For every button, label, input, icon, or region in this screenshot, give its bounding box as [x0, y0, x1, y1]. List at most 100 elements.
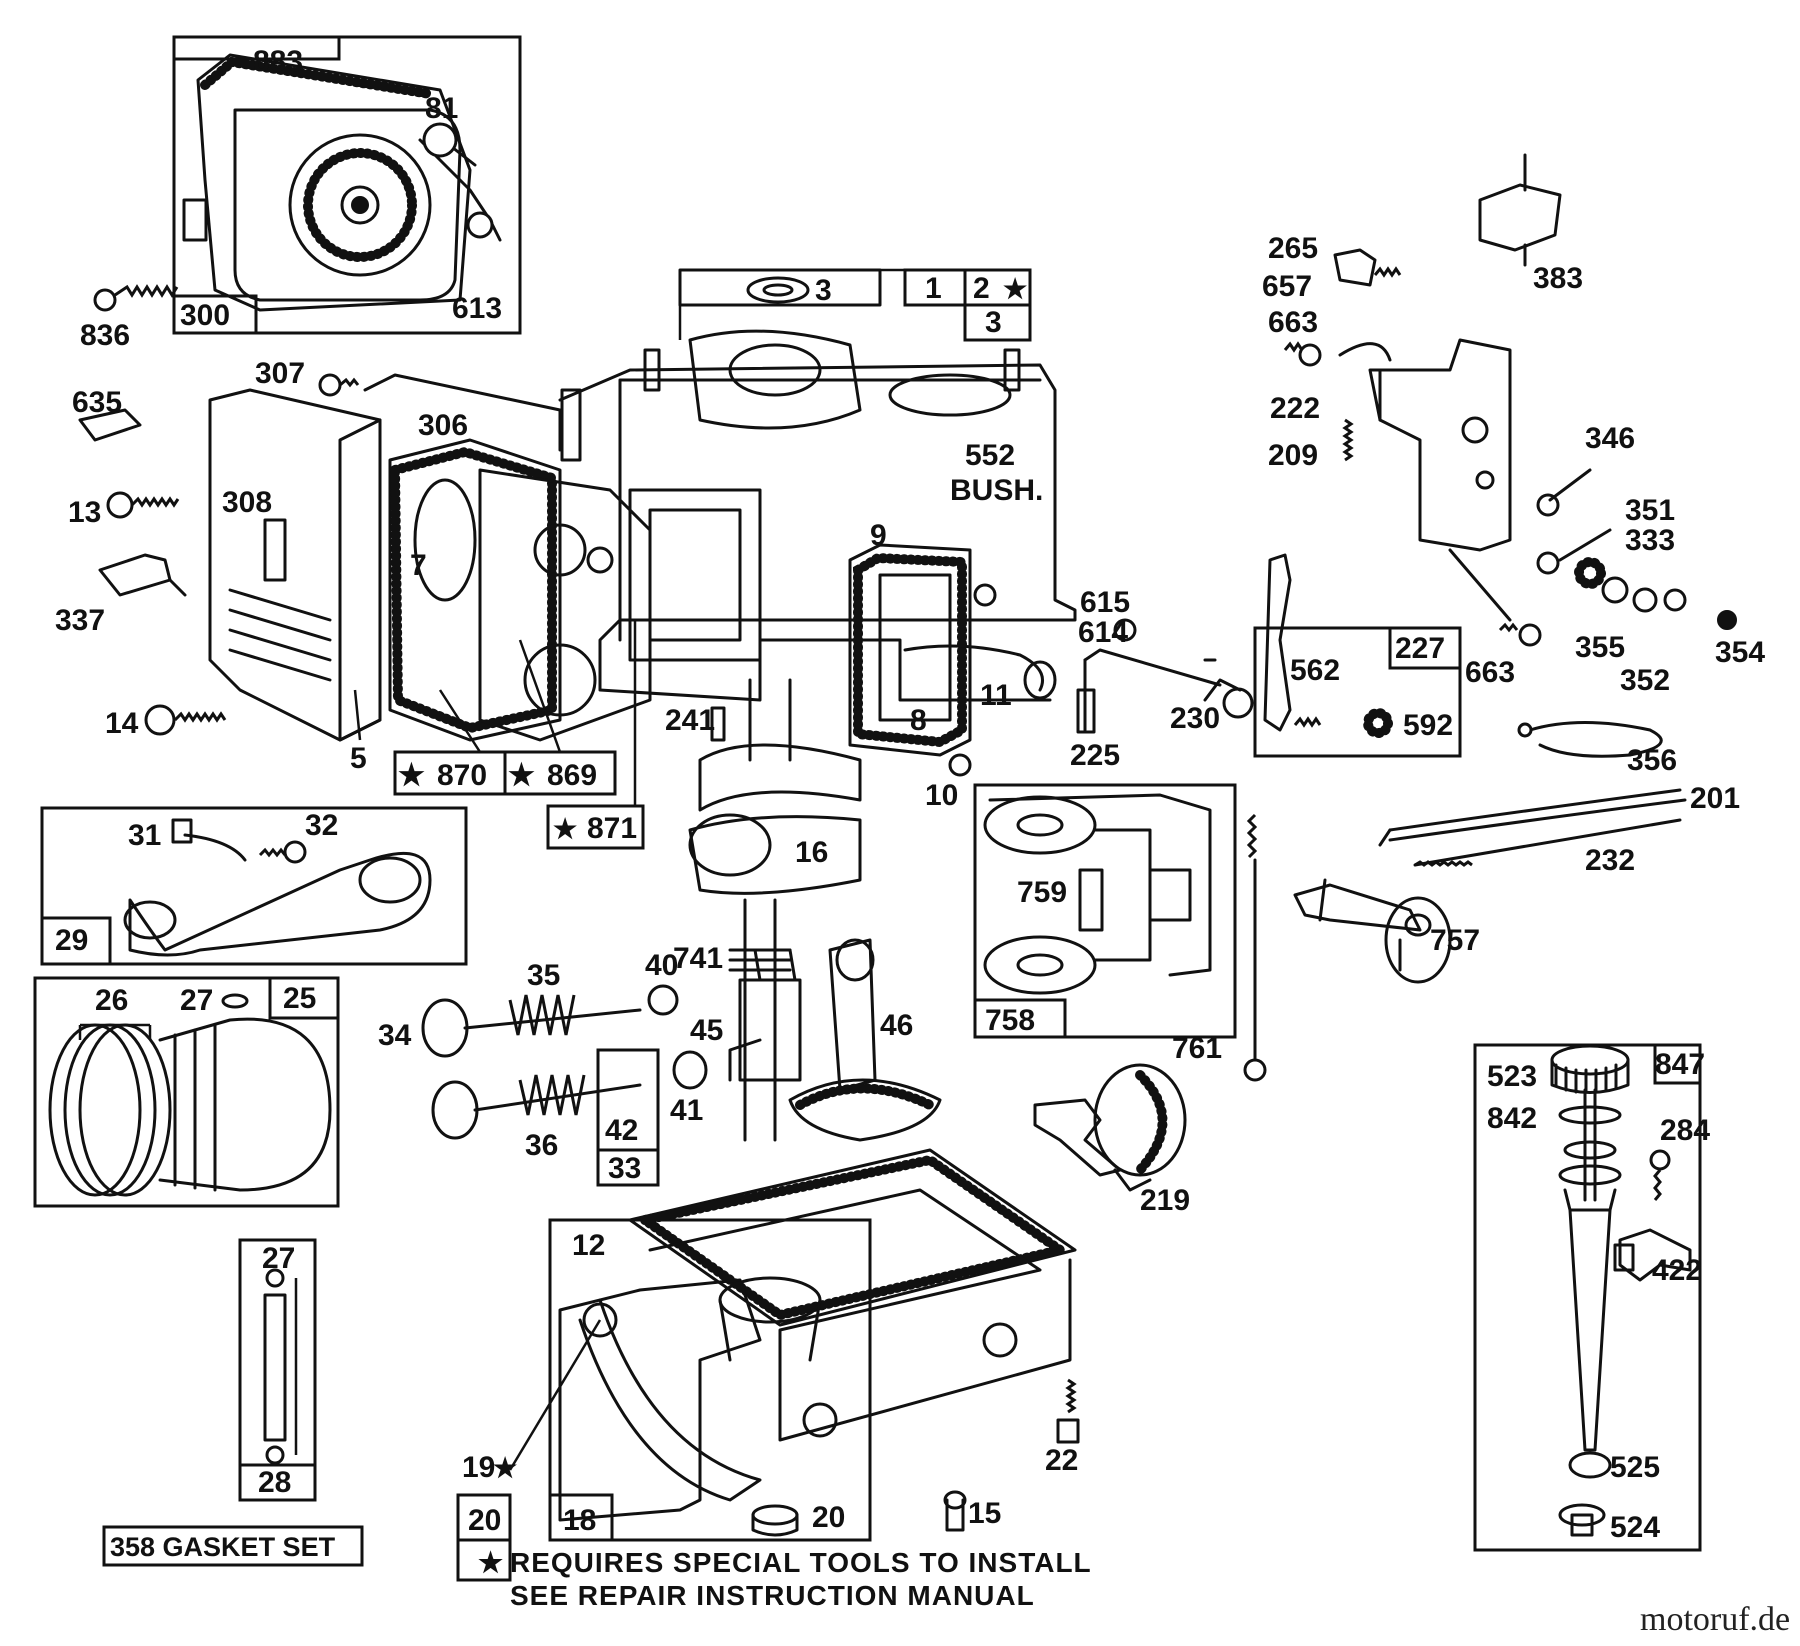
label-354: 354	[1715, 636, 1765, 669]
label-352: 352	[1620, 664, 1670, 697]
label-46: 46	[880, 1009, 913, 1042]
label-592: 592	[1403, 709, 1453, 742]
label-22: 22	[1045, 1444, 1078, 1477]
label-10: 10	[925, 779, 958, 812]
label-870: 870	[437, 759, 487, 792]
label-333: 333	[1625, 524, 1675, 557]
label-41: 41	[670, 1094, 703, 1127]
label-31: 31	[128, 819, 161, 852]
note-line-1: REQUIRES SPECIAL TOOLS TO INSTALL	[510, 1547, 1092, 1578]
label-34: 34	[378, 1019, 412, 1052]
label-663-top: 663	[1268, 306, 1318, 339]
label-27-gasket: 27	[262, 1242, 295, 1275]
label-300: 300	[180, 299, 230, 332]
breather-crankshaft-group: 9 241 11 8 10 16	[665, 519, 1057, 1142]
label-8: 8	[910, 704, 927, 737]
label-871-star: ★	[553, 814, 577, 844]
label-836: 836	[80, 319, 130, 352]
label-9: 9	[870, 519, 887, 552]
label-27-ring: 27	[180, 984, 213, 1017]
label-20-seal: 20	[812, 1501, 845, 1534]
label-225: 225	[1070, 739, 1120, 772]
label-241: 241	[665, 704, 715, 737]
label-337: 337	[55, 604, 105, 637]
label-663-bottom: 663	[1465, 656, 1515, 689]
label-28: 28	[258, 1466, 291, 1499]
special-tools-note: ★ REQUIRES SPECIAL TOOLS TO INSTALL SEE …	[478, 1547, 1092, 1611]
label-45: 45	[690, 1014, 723, 1047]
label-871: 871	[587, 812, 637, 845]
gasket-set-label: 358 GASKET SET	[110, 1532, 336, 1562]
label-847: 847	[1655, 1048, 1705, 1081]
label-265: 265	[1268, 232, 1318, 265]
label-422: 422	[1652, 1254, 1702, 1287]
label-552: 552	[965, 439, 1015, 472]
label-761: 761	[1172, 1032, 1222, 1065]
label-209: 209	[1268, 439, 1318, 472]
label-25: 25	[283, 982, 316, 1015]
oil-fill-tube-group: 523 847 842 284 422 525 524	[1473, 1043, 1710, 1552]
watermark: motoruf.de	[1640, 1601, 1790, 1638]
label-12: 12	[572, 1229, 605, 1262]
label-635: 635	[72, 386, 122, 419]
label-32: 32	[305, 809, 338, 842]
label-33: 33	[608, 1152, 641, 1185]
label-2-star: ★	[1003, 274, 1027, 304]
label-1: 1	[925, 272, 942, 305]
label-525: 525	[1610, 1451, 1660, 1484]
label-219: 219	[1140, 1184, 1190, 1217]
governor-gear-group: 219	[1033, 1063, 1190, 1217]
label-11: 11	[980, 679, 1012, 712]
label-615: 615	[1080, 586, 1130, 619]
label-657: 657	[1262, 270, 1312, 303]
label-40: 40	[645, 949, 678, 982]
label-523: 523	[1487, 1060, 1537, 1093]
label-562: 562	[1290, 654, 1340, 687]
crankcase-group: 3 1 2 ★ 3 552 BUSH.	[558, 268, 1077, 702]
label-26: 26	[95, 984, 128, 1017]
piston-rings-group: 26 27 25	[33, 976, 340, 1208]
muffler-group: 883 81 613 300 836	[80, 35, 522, 352]
label-18: 18	[563, 1504, 596, 1537]
label-759: 759	[1017, 876, 1067, 909]
label-13: 13	[68, 496, 101, 529]
label-869-star: ★	[508, 759, 535, 792]
label-758: 758	[985, 1004, 1035, 1037]
label-42: 42	[605, 1114, 638, 1147]
label-308: 308	[222, 486, 272, 519]
label-227: 227	[1395, 632, 1445, 665]
label-741: 741	[673, 942, 723, 975]
label-81: 81	[425, 92, 458, 125]
label-5: 5	[350, 742, 367, 775]
label-356: 356	[1627, 744, 1677, 777]
label-351: 351	[1625, 494, 1675, 527]
valves-camshaft-group: 741 35 40 34 45 46 41 36 42 33	[378, 938, 942, 1187]
label-19: 19	[462, 1451, 495, 1484]
label-284: 284	[1660, 1114, 1710, 1147]
label-201: 201	[1690, 782, 1740, 815]
label-3-box: 3	[985, 306, 1002, 339]
label-232: 232	[1585, 844, 1635, 877]
label-842: 842	[1487, 1102, 1537, 1135]
label-16: 16	[795, 836, 828, 869]
label-20-box: 20	[468, 1504, 501, 1537]
oil-sump-group: 12 19 ★ 20 18 20 22 15	[456, 1148, 1080, 1582]
label-29: 29	[55, 924, 88, 957]
label-2: 2	[973, 272, 990, 305]
label-757: 757	[1430, 924, 1480, 957]
throttle-linkage-group: 615 614 227 562 230 592 225 356 201 232 …	[1070, 553, 1740, 984]
label-869: 869	[547, 759, 597, 792]
label-870-star: ★	[398, 759, 425, 792]
label-35: 35	[527, 959, 560, 992]
label-383: 383	[1533, 262, 1583, 295]
label-19-star: ★	[493, 1453, 517, 1483]
label-36: 36	[525, 1129, 558, 1162]
label-306: 306	[418, 409, 468, 442]
label-bush: BUSH.	[950, 474, 1043, 507]
control-bracket-group: 265 657 663 383 222 209 346 351 333 663 …	[1262, 153, 1765, 697]
note-line-2: SEE REPAIR INSTRUCTION MANUAL	[510, 1580, 1035, 1611]
label-222: 222	[1270, 392, 1320, 425]
label-307: 307	[255, 357, 305, 390]
label-355: 355	[1575, 631, 1625, 664]
